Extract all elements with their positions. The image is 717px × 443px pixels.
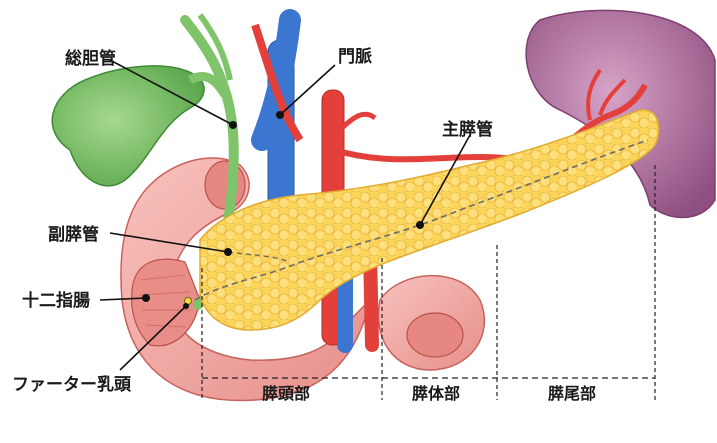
leader-portal-vein xyxy=(279,64,336,116)
duodenum xyxy=(120,157,372,402)
label-portal-vein: 門脈 xyxy=(338,46,372,67)
gallbladder xyxy=(51,65,205,187)
leader-dot-common-bile-duct xyxy=(229,121,237,129)
leader-duodenum xyxy=(99,297,147,301)
duodenum-opening xyxy=(204,160,246,210)
leader-papilla xyxy=(119,305,187,371)
label-papilla-of-vater: ファーター乳頭 xyxy=(12,374,132,395)
duodenum-cutaway xyxy=(130,258,201,347)
celiac-branch xyxy=(338,111,377,132)
leader-main-pancreatic-duct xyxy=(419,134,471,226)
spleen xyxy=(525,9,716,219)
leader-common-bile-duct xyxy=(109,59,234,126)
main-pancreatic-duct-line xyxy=(194,139,649,301)
leader-dot-accessory-duct xyxy=(224,248,232,256)
splenic-branch-2 xyxy=(586,68,602,121)
accessory-pancreatic-duct-line xyxy=(227,251,291,263)
leader-dot-portal-vein xyxy=(276,111,284,119)
pancreas xyxy=(199,109,660,331)
splenic-branch xyxy=(598,78,627,116)
label-common-bile-duct: 総胆管 xyxy=(65,48,116,69)
label-duodenum: 十二指腸 xyxy=(22,290,90,311)
label-accessory-pancreatic-duct: 副膵管 xyxy=(48,224,99,245)
leader-accessory-duct xyxy=(109,232,229,253)
hepatic-artery xyxy=(251,23,304,143)
label-main-pancreatic-duct: 主膵管 xyxy=(442,119,493,140)
leader-dot-duodenum xyxy=(142,294,150,302)
segment-label-tail: 膵尾部 xyxy=(548,384,596,403)
segment-label-head: 膵頭部 xyxy=(262,384,310,403)
jejunum-opening xyxy=(406,312,464,358)
segment-label-body: 膵体部 xyxy=(412,384,460,403)
leader-dot-main-pancreatic-duct xyxy=(416,221,424,229)
portal-vein-vessel xyxy=(251,9,301,151)
leader-dot-papilla xyxy=(183,303,189,309)
segment-brackets xyxy=(201,165,656,400)
hepatic-duct xyxy=(197,13,233,81)
